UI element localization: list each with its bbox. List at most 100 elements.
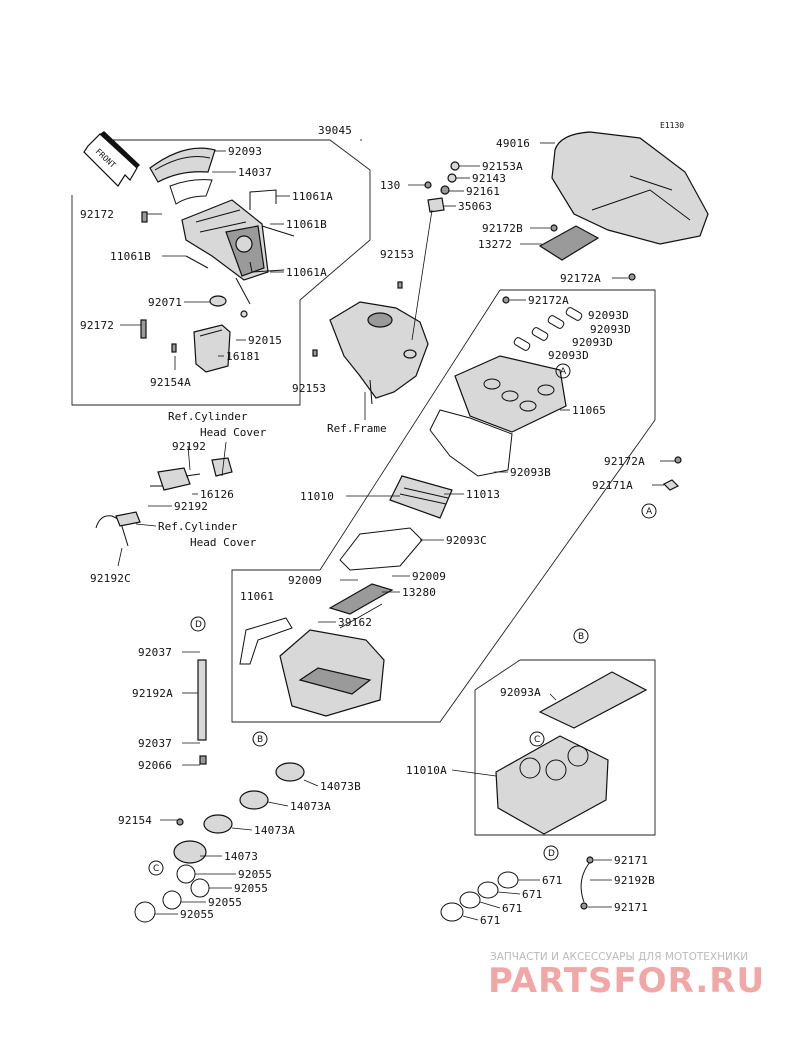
label-14073A-2: 14073A: [254, 824, 295, 837]
callout-a-1-text: A: [560, 367, 567, 377]
label-671-3: 671: [502, 902, 522, 915]
label-14073B: 14073B: [320, 780, 361, 793]
label-14073: 14073: [224, 850, 258, 863]
label-92153-2: 92153: [292, 382, 326, 395]
label-92093D-1: 92093D: [588, 309, 629, 322]
part-16181-tank: [193, 310, 248, 373]
label-92172-2: 92172: [80, 319, 114, 332]
label-92055-3: 92055: [208, 896, 242, 909]
part-92093-cover: [149, 147, 216, 183]
part-14037-sticker: [169, 179, 213, 205]
label-92093D-4: 92093D: [548, 349, 589, 362]
part-11013-filter: [389, 475, 453, 519]
ref-head-cover-2: Head Cover: [190, 536, 257, 549]
leader-lines: [117, 139, 675, 921]
label-92192-1: 92192: [172, 440, 206, 453]
label-92093B: 92093B: [510, 466, 551, 479]
callout-a-2: A: [641, 503, 657, 519]
label-92009-1: 92009: [288, 574, 322, 587]
label-92192A: 92192A: [132, 687, 173, 700]
label-92171-1: 92171: [614, 854, 648, 867]
part-92172-bolts: [140, 211, 148, 339]
part-11061-hoses: [185, 189, 295, 305]
label-11065: 11065: [572, 404, 606, 417]
label-130: 130: [380, 179, 400, 192]
part-11065-lid: [454, 355, 567, 433]
label-92192-2: 92192: [174, 500, 208, 513]
label-39162: 39162: [338, 616, 372, 629]
ref-cylinder-2: Ref.Cylinder: [158, 520, 238, 533]
label-92037-1: 92037: [138, 646, 172, 659]
callout-c-1-text: C: [153, 864, 159, 874]
label-92153-1: 92153: [380, 248, 414, 261]
label-92055-1: 92055: [238, 868, 272, 881]
label-39045: 39045: [318, 124, 352, 137]
label-92172B: 92172B: [482, 222, 523, 235]
ref-head-cover-1: Head Cover: [200, 426, 267, 439]
label-92154: 92154: [118, 814, 152, 827]
group-box-11010: [231, 289, 656, 723]
label-92171-2: 92171: [614, 901, 648, 914]
label-11061B-2: 11061B: [110, 250, 151, 263]
label-11061: 11061: [240, 590, 274, 603]
part-92071-ring: [209, 295, 227, 307]
label-14073A-1: 14073A: [290, 800, 331, 813]
label-92192B: 92192B: [614, 874, 655, 887]
label-92055-2: 92055: [234, 882, 268, 895]
part-labels: 39045 92093 14037 11061A 92172 11061B 11…: [80, 124, 655, 927]
part-49016-cover: [551, 131, 709, 245]
label-92172A-2: 92172A: [528, 294, 569, 307]
part-11061-hose: [239, 617, 293, 665]
label-92161: 92161: [466, 185, 500, 198]
label-92153A: 92153A: [482, 160, 523, 173]
label-11061A-1: 11061A: [292, 190, 333, 203]
label-92172A-3: 92172A: [604, 455, 645, 468]
part-92093B-gasket: [429, 409, 513, 477]
callout-a-1: A: [555, 363, 571, 379]
callout-b-2-text: B: [578, 632, 584, 642]
part-92093C-gasket: [339, 527, 423, 571]
part-frame-reference: [312, 281, 429, 405]
watermark: ЗАПЧАСТИ И АКСЕССУАРЫ ДЛЯ МОТОТЕХНИКИ PA…: [488, 951, 765, 1001]
part-11010A-airbox: [495, 735, 609, 835]
label-13280: 13280: [402, 586, 436, 599]
part-130-92161-35063-fasteners: [411, 161, 460, 341]
label-92093: 92093: [228, 145, 262, 158]
part-air-duct-assembly: [181, 199, 269, 281]
label-11061A-2: 11061A: [286, 266, 327, 279]
callout-d-1-text: D: [195, 620, 202, 630]
label-35063: 35063: [458, 200, 492, 213]
watermark-logo: PARTSFOR.RU: [488, 961, 765, 1001]
label-92093D-2: 92093D: [590, 323, 631, 336]
label-11010: 11010: [300, 490, 334, 503]
part-11010-airbox-lower: [279, 629, 385, 717]
label-671-2: 671: [522, 888, 542, 901]
part-13280-bracket: [328, 583, 394, 629]
label-92192C: 92192C: [90, 572, 131, 585]
label-92154A: 92154A: [150, 376, 191, 389]
label-92171A: 92171A: [592, 479, 633, 492]
label-13272: 13272: [478, 238, 512, 251]
label-11013: 11013: [466, 488, 500, 501]
label-11061B-1: 11061B: [286, 218, 327, 231]
part-92172A-clips: [502, 273, 682, 491]
part-92093A-gasket: [538, 671, 648, 729]
callout-d-2: D: [543, 845, 559, 861]
label-92015: 92015: [248, 334, 282, 347]
callout-b-1-text: B: [257, 735, 263, 745]
label-92172A-1: 92172A: [560, 272, 601, 285]
label-92009-2: 92009: [412, 570, 446, 583]
callout-d-1: D: [190, 616, 206, 632]
group-box-11010A: [474, 659, 656, 836]
part-92154A-bolt: [171, 343, 177, 353]
part-16126-breather: [95, 457, 233, 547]
callout-d-2-text: D: [548, 849, 555, 859]
label-16181: 16181: [226, 350, 260, 363]
label-14037: 14037: [238, 166, 272, 179]
front-arrow-icon: FRONT: [83, 131, 140, 187]
callout-a-2-text: A: [646, 507, 653, 517]
ref-frame: Ref.Frame: [327, 422, 387, 435]
label-11010A: 11010A: [406, 764, 447, 777]
label-92093A: 92093A: [500, 686, 541, 699]
